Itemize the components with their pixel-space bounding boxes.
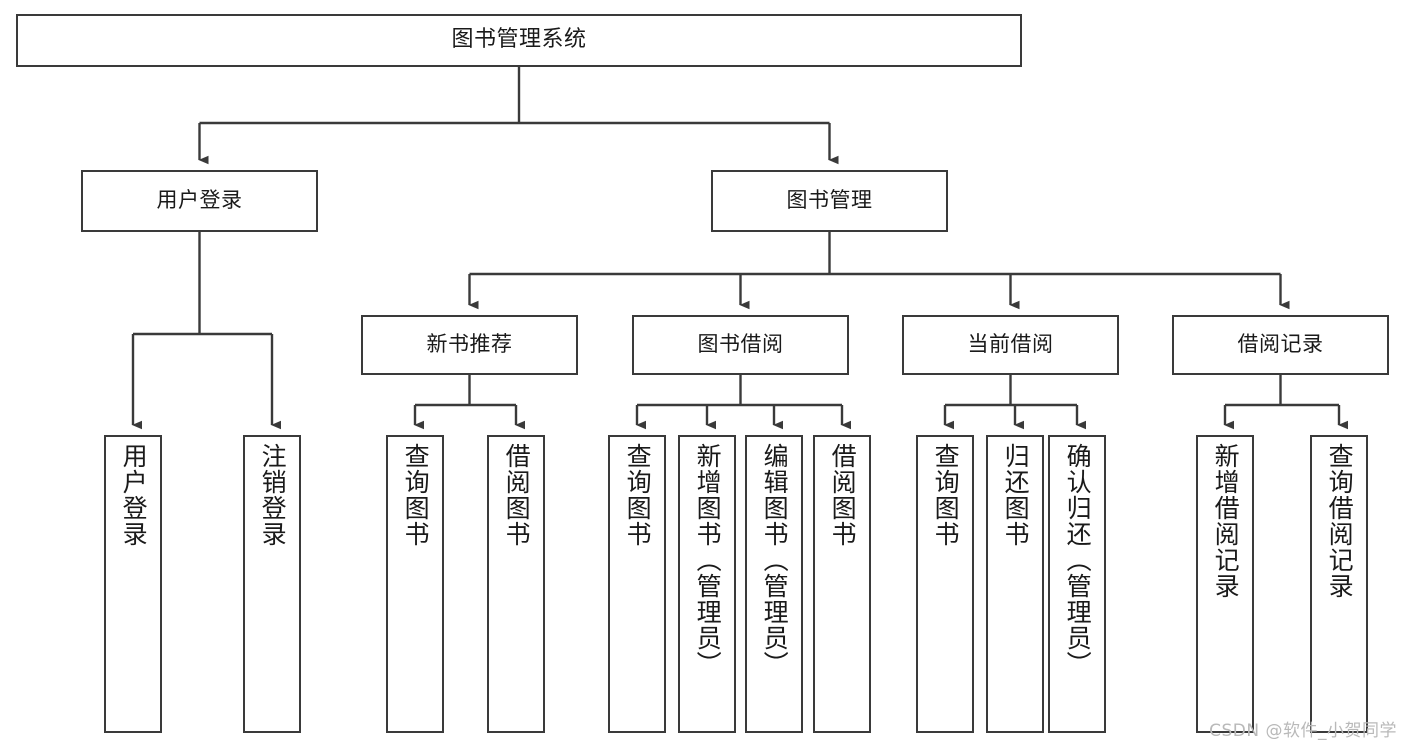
- node-root-book-management-system[interactable]: 图书管理系统: [16, 14, 1022, 67]
- leaf-query-book-3[interactable]: 查询图书: [916, 435, 974, 733]
- leaf-edit-book-admin[interactable]: 编辑图书（管理员）: [745, 435, 803, 733]
- node-label: 借阅图书: [828, 443, 858, 547]
- leaf-query-borrowing-record[interactable]: 查询借阅记录: [1310, 435, 1368, 733]
- node-label: 当前借阅: [967, 332, 1054, 357]
- node-label: 新增借阅记录: [1211, 443, 1241, 599]
- node-label: 新书推荐: [426, 332, 513, 357]
- node-borrowing-record[interactable]: 借阅记录: [1172, 315, 1389, 375]
- node-label: 图书管理: [786, 188, 873, 213]
- node-label: 图书借阅: [697, 332, 784, 357]
- leaf-return-book[interactable]: 归还图书: [986, 435, 1044, 733]
- node-new-book-recommendation[interactable]: 新书推荐: [361, 315, 578, 375]
- node-book-borrowing[interactable]: 图书借阅: [632, 315, 849, 375]
- node-label: 查询借阅记录: [1325, 443, 1355, 599]
- node-label: 注销登录: [258, 443, 288, 547]
- leaf-query-book-2[interactable]: 查询图书: [608, 435, 666, 733]
- node-label: 查询图书: [401, 443, 431, 547]
- csdn-watermark: CSDN @软件_小贺同学: [1209, 721, 1397, 741]
- leaf-user-login[interactable]: 用户登录: [104, 435, 162, 733]
- node-label: 归还图书: [1001, 443, 1031, 547]
- node-label: 借阅记录: [1237, 332, 1324, 357]
- node-label: 图书管理系统: [451, 27, 587, 53]
- node-label: 用户登录: [119, 443, 149, 547]
- node-label: 确认归还（管理员）: [1063, 443, 1093, 677]
- node-label: 查询图书: [931, 443, 961, 547]
- leaf-confirm-return-admin[interactable]: 确认归还（管理员）: [1048, 435, 1106, 733]
- leaf-add-book-admin[interactable]: 新增图书（管理员）: [678, 435, 736, 733]
- node-current-borrowing[interactable]: 当前借阅: [902, 315, 1119, 375]
- node-user-login[interactable]: 用户登录: [81, 170, 318, 232]
- leaf-add-borrowing-record[interactable]: 新增借阅记录: [1196, 435, 1254, 733]
- node-label: 借阅图书: [502, 443, 532, 547]
- node-label: 新增图书（管理员）: [693, 443, 723, 677]
- leaf-logout[interactable]: 注销登录: [243, 435, 301, 733]
- leaf-query-book-1[interactable]: 查询图书: [386, 435, 444, 733]
- leaf-borrow-book-1[interactable]: 借阅图书: [487, 435, 545, 733]
- node-label: 编辑图书（管理员）: [760, 443, 790, 677]
- leaf-borrow-book-2[interactable]: 借阅图书: [813, 435, 871, 733]
- node-label: 用户登录: [156, 188, 243, 213]
- node-book-management[interactable]: 图书管理: [711, 170, 948, 232]
- node-label: 查询图书: [623, 443, 653, 547]
